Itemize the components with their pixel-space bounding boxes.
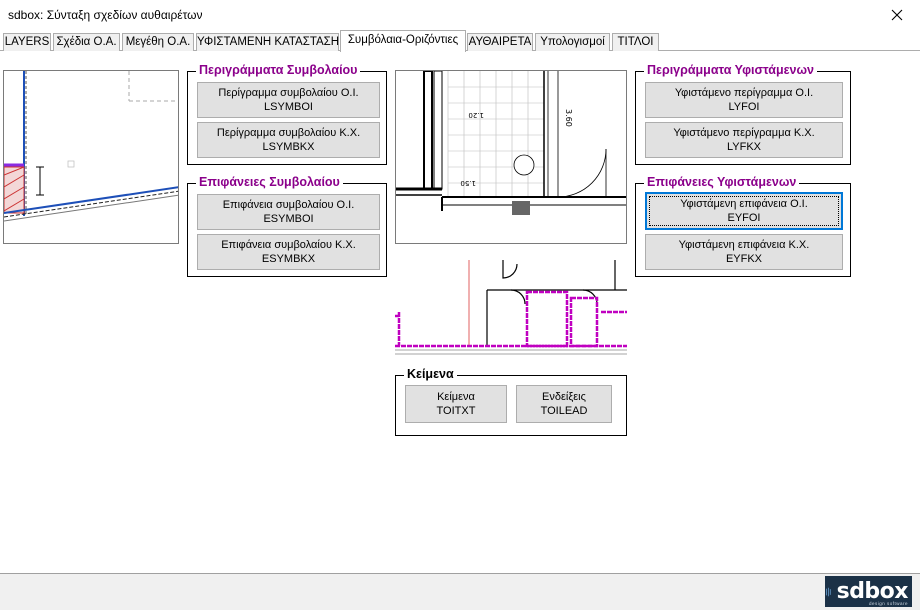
button-label: Υφιστάμενη επιφάνεια Ο.Ι.	[680, 198, 808, 210]
preview-outline-plan-image	[395, 260, 627, 358]
existing-outline-oi-button[interactable]: Υφιστάμενο περίγραμμα Ο.Ι. LYFOI	[645, 82, 843, 118]
logo-tagline: design software	[868, 601, 908, 606]
button-label: Ενδείξεις	[542, 391, 586, 403]
dimension-label: 1.50	[460, 179, 476, 187]
tab-plans[interactable]: Σχέδια Ο.Α.	[53, 33, 120, 51]
button-code: LSYMBKX	[262, 141, 315, 153]
existing-surface-oi-button[interactable]: Υφιστάμενη επιφάνεια Ο.Ι. EYFOI	[645, 192, 843, 230]
tab-layers[interactable]: LAYERS	[3, 33, 51, 51]
group-existing-surfaces: Επιφάνειες Υφιστάμενων Υφιστάμενη επιφάν…	[635, 175, 851, 277]
button-label: Περίγραμμα συμβολαίου Κ.Χ.	[216, 127, 361, 139]
dimension-label: 3.60	[564, 109, 573, 127]
leaders-button[interactable]: Ενδείξεις TOILEAD	[516, 385, 612, 423]
preview-contract-outline-image	[3, 70, 179, 244]
window-title: sdbox: Σύνταξη σχεδίων αυθαιρέτων	[8, 8, 203, 22]
group-contract-outlines: Περιγράμματα Συμβολαίου Περίγραμμα συμβο…	[187, 63, 387, 165]
close-button[interactable]	[874, 0, 920, 30]
button-code: ESYMBKX	[261, 253, 316, 265]
group-title: Επιφάνειες Συμβολαίου	[196, 175, 343, 189]
button-label: Επιφάνεια συμβολαίου Ο.Ι.	[222, 199, 355, 211]
group-title: Κείμενα	[404, 367, 457, 381]
button-code: TOILEAD	[540, 405, 588, 417]
button-code: LYFOI	[728, 101, 760, 113]
tab-calculations[interactable]: Υπολογισμοί	[535, 33, 610, 51]
dimension-label: 1.20	[468, 111, 484, 119]
button-label: Υφιστάμενο περίγραμμα Ο.Ι.	[674, 87, 814, 99]
tab-strip: LAYERS Σχέδια Ο.Α. Μεγέθη Ο.Α. ΥΦΙΣΤΑΜΕΝ…	[0, 30, 920, 53]
button-label: Υφιστάμενο περίγραμμα Κ.Χ.	[673, 127, 815, 139]
tab-existing-state[interactable]: ΥΦΙΣΤΑΜΕΝΗ ΚΑΤΑΣΤΑΣΗ	[196, 33, 339, 51]
button-code: EYFKX	[725, 253, 763, 265]
tab-titles[interactable]: ΤΙΤΛΟΙ	[612, 33, 659, 51]
preview-floorplan-detail-image: 3.60 1.20 1.50	[395, 70, 627, 244]
contract-outline-oi-button[interactable]: Περίγραμμα συμβολαίου Ο.Ι. LSYMBOI	[197, 82, 380, 118]
status-bar	[0, 573, 920, 610]
button-code: EYFOI	[727, 212, 761, 224]
close-icon	[891, 9, 903, 21]
logo-brand: sdbox	[836, 579, 909, 604]
group-title: Επιφάνειες Υφιστάμενων	[644, 175, 800, 189]
group-existing-outlines: Περιγράμματα Υφιστάμενων Υφιστάμενο περί…	[635, 63, 851, 165]
button-label: Επιφάνεια συμβολαίου Κ.Χ.	[221, 239, 356, 251]
button-label: Υφιστάμενη επιφάνεια Κ.Χ.	[678, 239, 810, 251]
contract-surface-kx-button[interactable]: Επιφάνεια συμβολαίου Κ.Χ. ESYMBKX	[197, 234, 380, 270]
tab-sizes[interactable]: Μεγέθη Ο.Α.	[122, 33, 194, 51]
button-code: LYFKX	[726, 141, 762, 153]
group-texts: Κείμενα Κείμενα TOITXT Ενδείξεις TOILEAD	[395, 367, 627, 436]
tab-unauthorized[interactable]: ΑΥΘΑΙΡΕΤΑ	[467, 33, 533, 51]
button-label: Κείμενα	[437, 391, 475, 403]
group-contract-surfaces: Επιφάνειες Συμβολαίου Επιφάνεια συμβολαί…	[187, 175, 387, 277]
sdbox-logo: sdbox design software	[825, 576, 912, 607]
button-code: LSYMBOI	[264, 101, 313, 113]
title-bar: sdbox: Σύνταξη σχεδίων αυθαιρέτων	[0, 0, 920, 30]
existing-surface-kx-button[interactable]: Υφιστάμενη επιφάνεια Κ.Χ. EYFKX	[645, 234, 843, 270]
existing-outline-kx-button[interactable]: Υφιστάμενο περίγραμμα Κ.Χ. LYFKX	[645, 122, 843, 158]
group-title: Περιγράμματα Συμβολαίου	[196, 63, 361, 77]
button-code: TOITXT	[436, 405, 476, 417]
contract-outline-kx-button[interactable]: Περίγραμμα συμβολαίου Κ.Χ. LSYMBKX	[197, 122, 380, 158]
contract-surface-oi-button[interactable]: Επιφάνεια συμβολαίου Ο.Ι. ESYMBOI	[197, 194, 380, 230]
group-title: Περιγράμματα Υφιστάμενων	[644, 63, 818, 77]
button-label: Περίγραμμα συμβολαίου Ο.Ι.	[218, 87, 359, 99]
logo-mark-icon	[826, 587, 831, 596]
texts-button[interactable]: Κείμενα TOITXT	[405, 385, 507, 423]
button-code: ESYMBOI	[263, 213, 314, 225]
tab-contracts-horizontal[interactable]: Συμβόλαια-Οριζόντιες	[340, 30, 466, 52]
